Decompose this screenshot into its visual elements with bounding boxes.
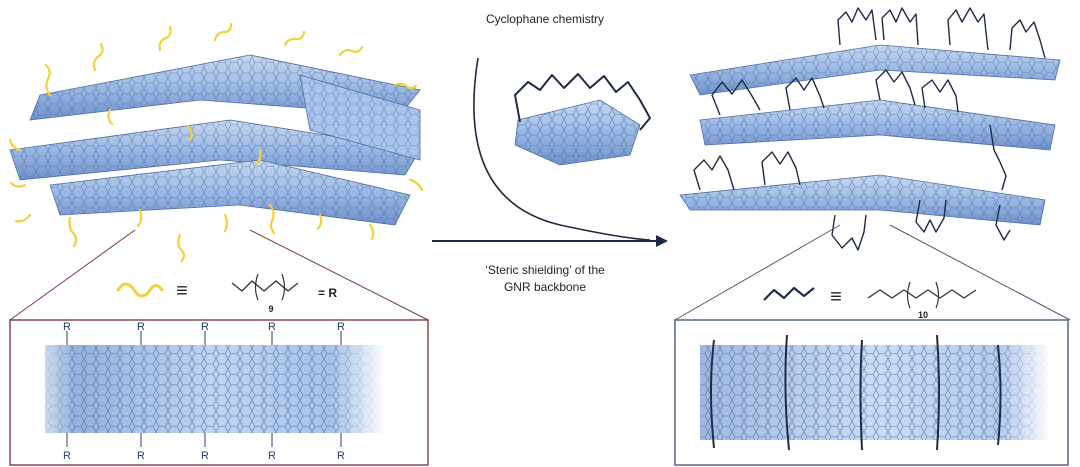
repeat-bracket-right (906, 281, 940, 309)
left-zoom-lines (9, 229, 429, 321)
r-label-top-3: R (201, 321, 209, 333)
r-label-top-5: R (337, 321, 345, 333)
repeat-count-left: 9 (268, 304, 273, 314)
arrow-caption-line1: ‘Steric shielding’ of the (485, 263, 605, 277)
alkyl-chain-icon-right (867, 289, 977, 299)
cyclophane-loop (514, 73, 651, 131)
alkyl-chain-icon-left (231, 280, 299, 292)
arrow-head-icon (656, 235, 668, 247)
r-label-bottom-3: R (201, 450, 209, 462)
right-shielding-loops (693, 7, 1046, 251)
right-legend: ≡ 10 (763, 281, 977, 320)
r-label-top-2: R (137, 321, 145, 333)
r-label-top-1: R (63, 321, 71, 333)
cyclophane-label: Cyclophane chemistry (486, 12, 604, 26)
cyclophane-molecule (514, 73, 651, 166)
left-side-chains (8, 22, 424, 263)
r-label-top-4: R (268, 321, 276, 333)
r-label-bottom-1: R (63, 450, 71, 462)
r-label-bottom-4: R (268, 450, 276, 462)
main-arrow (432, 235, 668, 247)
r-label-bottom-5: R (337, 450, 345, 462)
equiv-symbol-left: ≡ (176, 280, 188, 302)
right-gnr-structure (700, 334, 1050, 451)
curved-arrow-line (473, 57, 651, 241)
yellow-chain-icon (116, 282, 164, 298)
repeat-count-right: 10 (918, 310, 928, 320)
equiv-symbol-right: ≡ (830, 286, 842, 308)
left-gnr-structure: R R R R R R R R R R (45, 321, 385, 462)
dark-chain-icon (763, 286, 815, 301)
left-legend: ≡ 9 = R (116, 273, 337, 314)
left-stacked-ribbons (9, 54, 421, 226)
r-label-bottom-2: R (137, 450, 145, 462)
repeat-bracket-left (254, 273, 286, 301)
right-stacked-ribbons (679, 44, 1061, 226)
r-equals-label: = R (318, 286, 337, 300)
arrow-caption-line2: GNR backbone (504, 280, 586, 294)
right-zoom-lines (674, 224, 1071, 321)
